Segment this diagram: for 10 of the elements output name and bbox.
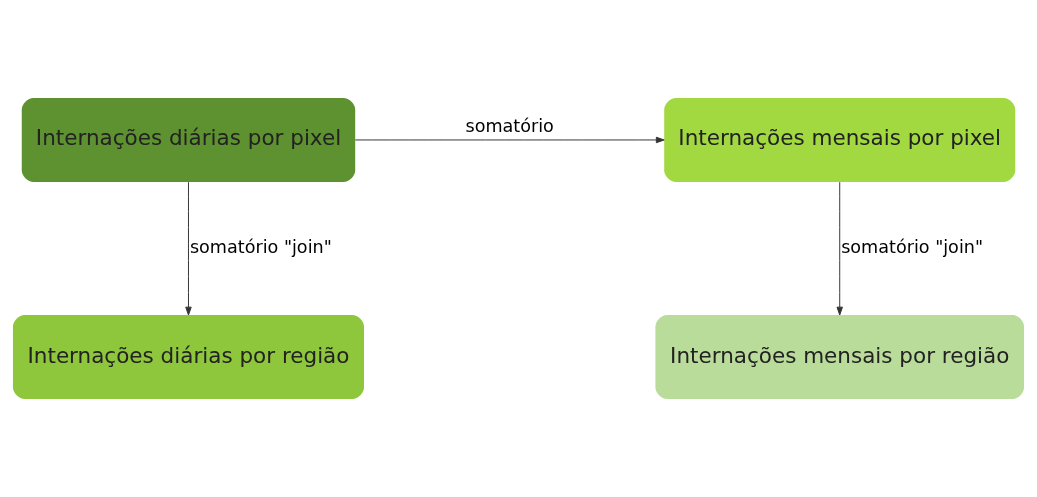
node-box: Internações diárias por pixel [21, 97, 356, 182]
edge-label: somatório [465, 115, 554, 136]
edge-label: somatório "join" [841, 236, 984, 257]
node-box: Internações mensais por região [655, 315, 1025, 400]
arrow [354, 136, 665, 144]
node-box: Internações mensais por pixel [664, 97, 1016, 182]
node-box: Internações diárias por região [12, 315, 364, 400]
arrow [836, 181, 843, 316]
arrow [185, 181, 192, 316]
edge-label: somatório "join" [189, 236, 332, 257]
